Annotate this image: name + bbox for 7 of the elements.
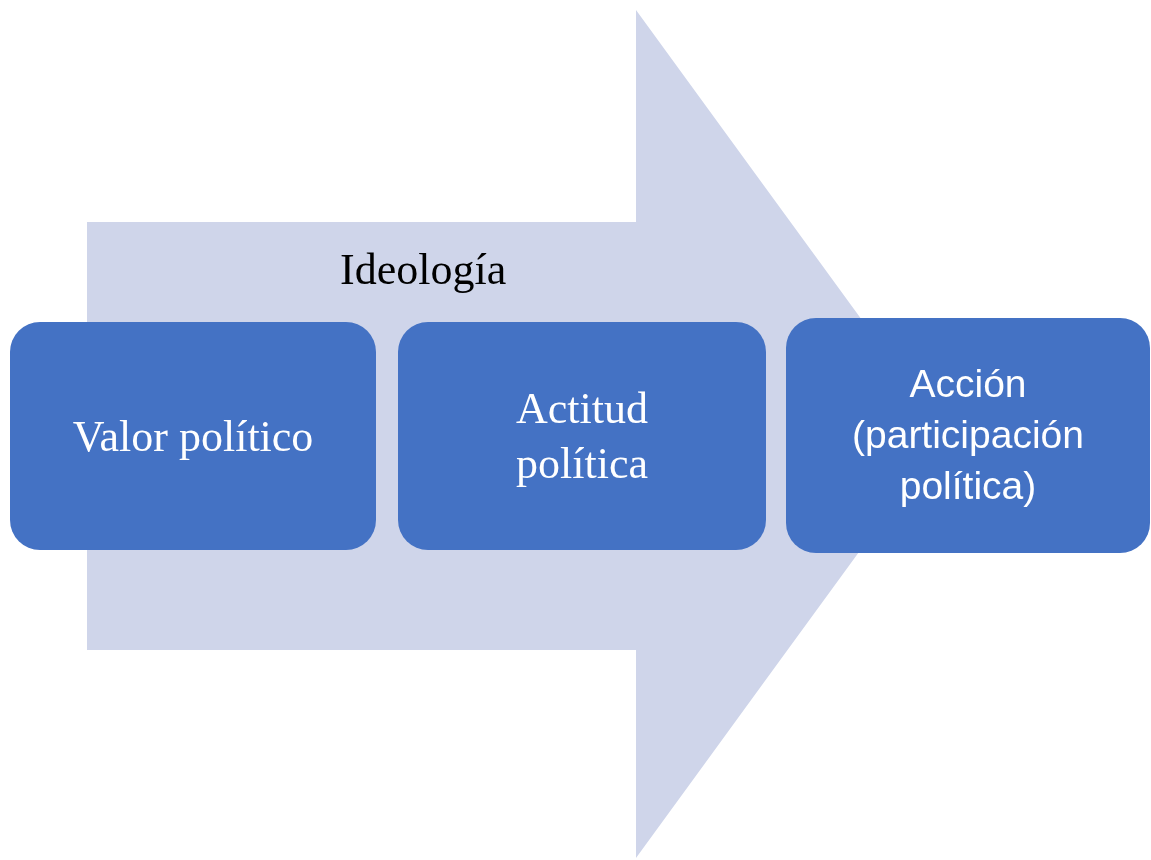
arrow-label: Ideología — [340, 248, 507, 292]
process-box — [786, 318, 1150, 553]
process-box — [398, 322, 766, 550]
box-label: Actitud política — [515, 383, 649, 490]
box-label: Acción (participación política) — [851, 361, 1085, 509]
process-box — [10, 322, 376, 550]
box-label: Valor político — [71, 410, 315, 463]
